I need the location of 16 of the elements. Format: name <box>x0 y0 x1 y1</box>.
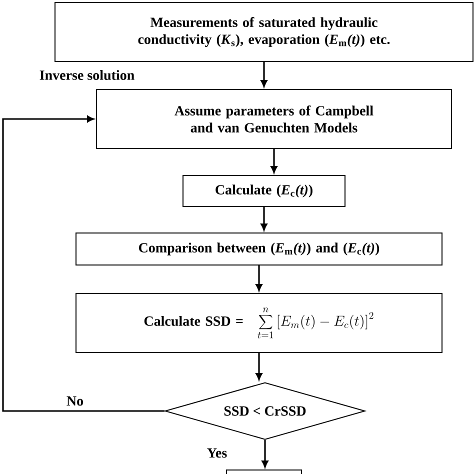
process-box: Calculate (E$_{c}$(t)) <box>182 175 346 207</box>
arrow <box>256 266 262 291</box>
arrow <box>260 62 268 87</box>
arrow <box>256 353 262 380</box>
process-box: Measurements of saturated hydraulic conductivity (K$_{s}$), evaporation (E$_{m}$(t)) etc. <box>54 2 474 62</box>
process-box: Assume parameters of Campbell and van Genuchten Models <box>96 89 452 149</box>
edge-label: No <box>65 395 85 407</box>
edge-label: Yes <box>206 447 228 459</box>
arrow <box>260 207 268 230</box>
note-label: Inverse solution <box>40 70 134 80</box>
arrow <box>270 149 278 173</box>
process-box: Calculate SSD = $\sum_{t=1}^{n} \left[E_m(t) - E_c(t)\right]^2$ <box>76 293 442 353</box>
arrow <box>2 116 164 412</box>
terminal-box <box>226 470 302 474</box>
process-box: Comparison between (E$_{m}$(t)) and (E$_{c}$(t)) <box>76 232 442 266</box>
arrow <box>262 440 268 468</box>
